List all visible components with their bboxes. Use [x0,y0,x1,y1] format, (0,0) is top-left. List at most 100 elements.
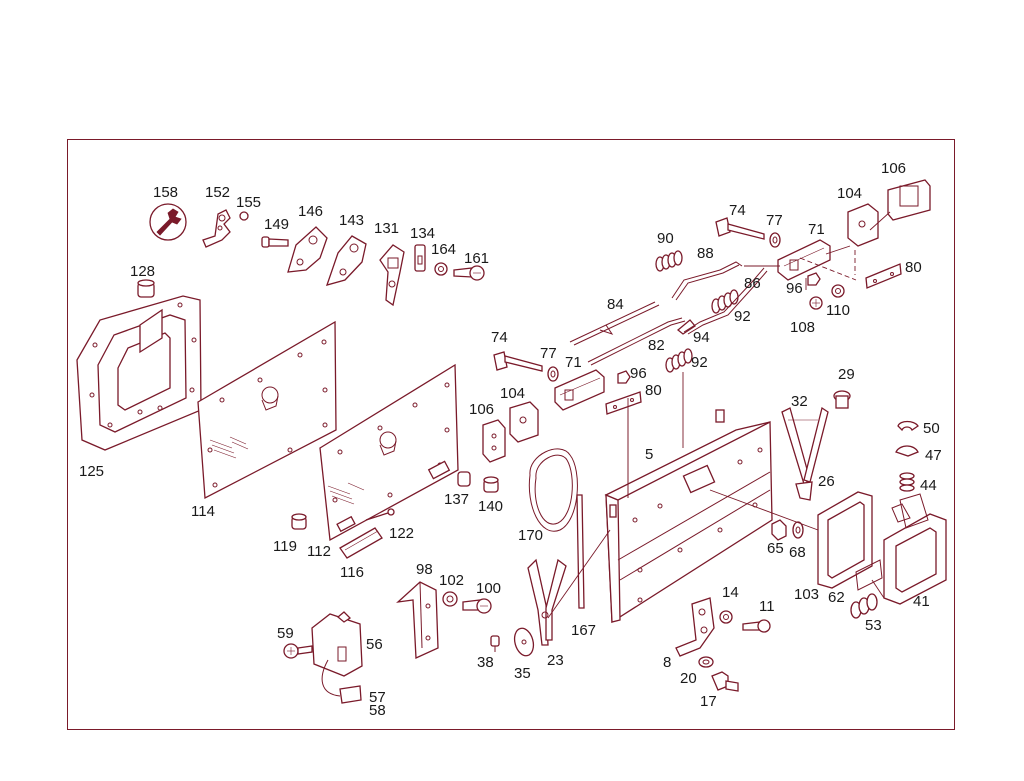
part-11-screw [742,619,771,633]
part-74-bolt-right [715,217,765,240]
part-65-nut [771,519,787,541]
part-68-washer [792,521,804,539]
part-44-spring [899,472,915,492]
callout-20: 20 [680,670,697,687]
callout-59: 59 [277,625,294,642]
callout-90: 90 [657,230,674,247]
part-35-disk [513,627,535,657]
callout-164: 164 [431,241,456,258]
callout-5: 5 [645,446,653,463]
callout-68: 68 [789,544,806,561]
part-137-bushing [457,471,471,487]
callout-74-left: 74 [491,329,508,346]
part-38-pin [490,635,500,652]
callout-86: 86 [744,275,761,292]
callout-35: 35 [514,665,531,682]
callout-146: 146 [298,203,323,220]
part-59-screw [283,643,313,659]
part-82-rod [587,317,686,366]
part-140-plug [483,476,499,493]
callout-53: 53 [865,617,882,634]
part-146-bracket [287,226,328,273]
callout-88: 88 [697,245,714,262]
callout-100: 100 [476,580,501,597]
part-128-plug [137,279,155,298]
callout-110: 110 [826,302,850,319]
part-149-screw [261,236,289,248]
part-92-spring-lower [665,348,693,373]
callout-8: 8 [663,654,671,671]
callout-80-right: 80 [905,259,922,276]
part-155-small-washer [239,211,249,221]
part-88-rod [671,261,743,301]
part-14-lock-washer [719,610,733,624]
callout-119: 119 [273,538,297,555]
callout-106-right: 106 [881,160,906,177]
diagram-frame [67,139,955,730]
part-103-seal-frame [817,491,873,589]
part-41-handle [883,493,947,605]
callout-26: 26 [818,473,835,490]
part-77-washer-left [547,366,559,382]
callout-98: 98 [416,561,433,578]
part-125-handle-frame [76,295,202,451]
part-102-washer [442,591,458,607]
callout-152: 152 [205,184,230,201]
part-104-lock-housing-right [847,203,879,247]
callout-84: 84 [607,296,624,313]
callout-17: 17 [700,693,717,710]
callout-38: 38 [477,654,494,671]
part-53-lock-cylinder [850,593,878,619]
callout-134: 134 [410,225,435,242]
callout-140: 140 [478,498,503,515]
part-96-nut-right [807,272,821,286]
part-92-spring-upper [711,289,739,314]
part-47-washer [895,445,919,457]
callout-106-left: 106 [469,401,494,418]
callout-155: 155 [236,194,261,211]
part-26-32-strap [781,406,829,501]
callout-104-left: 104 [500,385,525,402]
callout-137: 137 [444,491,469,508]
part-94-clip [676,319,696,335]
part-104-lock-housing-left [509,401,539,443]
part-131-latch-plate [379,244,405,307]
part-106-bracket-left [482,419,506,463]
part-112-inner-panel [319,363,459,542]
part-106-bracket-right [887,179,931,221]
callout-32: 32 [791,393,808,410]
callout-170: 170 [518,527,543,544]
part-96-nut-left [617,370,631,384]
part-62-gasket [855,559,883,591]
part-80-plate-left [605,391,642,415]
callout-161: 161 [464,250,489,267]
part-143-bracket [325,235,367,286]
part-86-rod [683,267,768,335]
part-98-bracket [396,581,439,659]
callout-92-upper: 92 [734,308,751,325]
callout-50: 50 [923,420,940,437]
part-158-wrench-symbol [149,203,187,241]
part-56-switch-housing [311,611,363,677]
part-167-rod [576,494,585,609]
callout-41: 41 [913,593,930,610]
part-5-tailgate-frame [604,409,773,624]
callout-23: 23 [547,652,564,669]
callout-112: 112 [307,543,331,560]
part-134-clip [414,244,426,272]
callout-131: 131 [374,220,399,237]
part-29-bolt [833,390,851,409]
part-84-rod [569,301,660,346]
callout-114: 114 [191,503,215,520]
callout-143: 143 [339,212,364,229]
callout-167: 167 [571,622,596,639]
callout-11: 11 [759,598,775,615]
callout-108: 108 [790,319,815,336]
callout-56: 56 [366,636,383,653]
part-71-slide-block-left [554,369,605,411]
callout-71-right: 71 [808,221,825,238]
part-57-wire-connector [321,659,362,704]
callout-158: 158 [153,184,178,201]
part-100-screw [462,598,492,614]
